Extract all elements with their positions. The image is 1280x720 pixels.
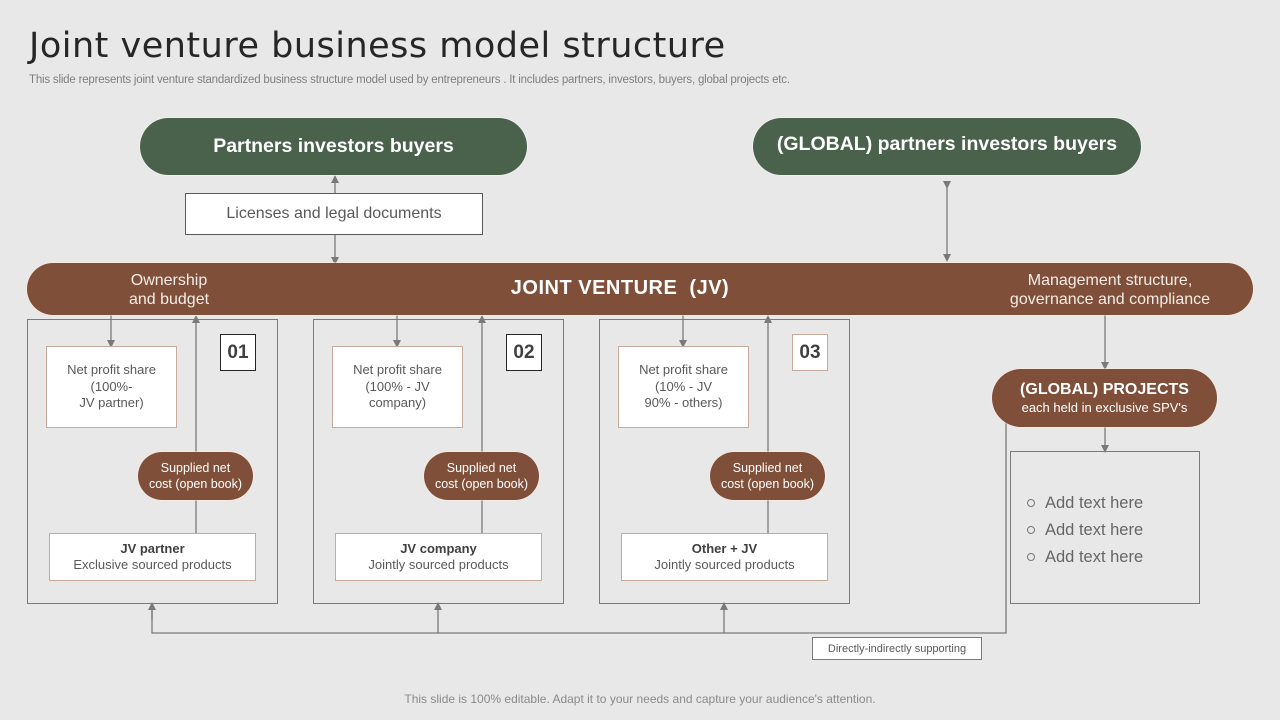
joint-venture-title: JOINT VENTURE (JV) (510, 277, 730, 299)
support-label-box: Directly-indirectly supporting (812, 637, 982, 660)
source-description: Exclusive sourced products (73, 557, 232, 572)
source-title: JV company (400, 541, 477, 556)
profit-line: Net profit share (353, 362, 442, 377)
panel-number: 02 (513, 341, 535, 363)
profit-line: 90% - others) (644, 395, 723, 410)
panel-number: 01 (227, 341, 249, 363)
panel-number-badge: 02 (506, 334, 542, 371)
source-box: Other + JV Jointly sourced products (621, 533, 828, 581)
bullet-text: Add text here (1045, 521, 1144, 539)
profit-line: JV partner) (79, 395, 144, 410)
panel-number-badge: 01 (220, 334, 256, 371)
hollow-circle-bullet-icon (1027, 498, 1035, 507)
joint-venture-band (27, 263, 1253, 315)
cost-line: cost (open book) (434, 477, 529, 491)
net-profit-box: Net profit share (10% - JV 90% - others) (618, 346, 749, 428)
global-partners-pill: (GLOBAL) partners investors buyers (753, 118, 1141, 175)
source-description: Jointly sourced products (368, 557, 509, 572)
profit-line: (100%- (90, 378, 133, 394)
hollow-circle-bullet-icon (1027, 552, 1035, 561)
bullet-item: Add text here (1027, 517, 1143, 544)
bullet-text: Add text here (1045, 494, 1144, 512)
source-description: Jointly sourced products (654, 557, 795, 572)
profit-line: Net profit share (639, 362, 728, 377)
cost-line: Supplied net (446, 461, 517, 475)
cost-line: cost (open book) (720, 477, 815, 491)
profit-line: (10% - JV (654, 378, 713, 394)
source-title: JV partner (120, 541, 185, 556)
bullet-item: Add text here (1027, 490, 1143, 517)
cost-line: cost (open book) (148, 477, 243, 491)
supplied-cost-pill: Supplied net cost (open book) (710, 452, 825, 500)
profit-line: Net profit share (67, 362, 156, 377)
bullet-item: Add text here (1027, 544, 1143, 571)
panel-1 (27, 319, 278, 604)
source-title: Other + JV (691, 541, 758, 556)
panel-number: 03 (799, 341, 821, 363)
partners-pill: Partners investors buyers (140, 118, 527, 175)
cost-line: Supplied net (160, 461, 231, 475)
ownership-line2: and budget (128, 291, 210, 308)
hollow-circle-bullet-icon (1027, 525, 1035, 534)
supplied-cost-pill: Supplied net cost (open book) (138, 452, 253, 500)
footer-note: This slide is 100% editable. Adapt it to… (404, 692, 876, 706)
cost-line: Supplied net (732, 461, 803, 475)
ownership-budget-label: Ownership and budget (98, 271, 240, 309)
page-title: Joint venture business model structure (29, 26, 726, 66)
profit-line: company) (368, 395, 427, 410)
projects-subtitle: each held in exclusive SPV's (1021, 400, 1188, 415)
panel-2 (313, 319, 564, 604)
page-subtitle: This slide represents joint venture stan… (29, 74, 790, 86)
licenses-box: Licenses and legal documents (185, 193, 483, 235)
source-box: JV company Jointly sourced products (335, 533, 542, 581)
profit-line: (100% - JV (365, 378, 430, 394)
management-line1: Management structure, (1027, 272, 1193, 289)
management-line2: governance and compliance (1009, 291, 1211, 308)
support-line (151, 410, 1007, 634)
global-projects-pill: (GLOBAL) PROJECTS each held in exclusive… (992, 369, 1217, 427)
support-label: Directly-indirectly supporting (827, 642, 967, 655)
projects-bullet-list: Add text here Add text here Add text her… (1027, 490, 1143, 571)
net-profit-box: Net profit share (100% - JV company) (332, 346, 463, 428)
partners-label: Partners investors buyers (213, 135, 454, 157)
net-profit-box: Net profit share (100%- JV partner) (46, 346, 177, 428)
panel-number-badge: 03 (792, 334, 828, 371)
panel-3 (599, 319, 850, 604)
licenses-label: Licenses and legal documents (226, 205, 442, 222)
ownership-line1: Ownership (130, 272, 208, 289)
projects-title: (GLOBAL) PROJECTS (1020, 381, 1189, 398)
source-box: JV partner Exclusive sourced products (49, 533, 256, 581)
projects-bullet-box: Add text here Add text here Add text her… (1010, 451, 1200, 604)
management-label: Management structure, governance and com… (990, 271, 1230, 309)
bullet-text: Add text here (1045, 548, 1144, 566)
global-partners-label: (GLOBAL) partners investors buyers (776, 133, 1118, 155)
supplied-cost-pill: Supplied net cost (open book) (424, 452, 539, 500)
